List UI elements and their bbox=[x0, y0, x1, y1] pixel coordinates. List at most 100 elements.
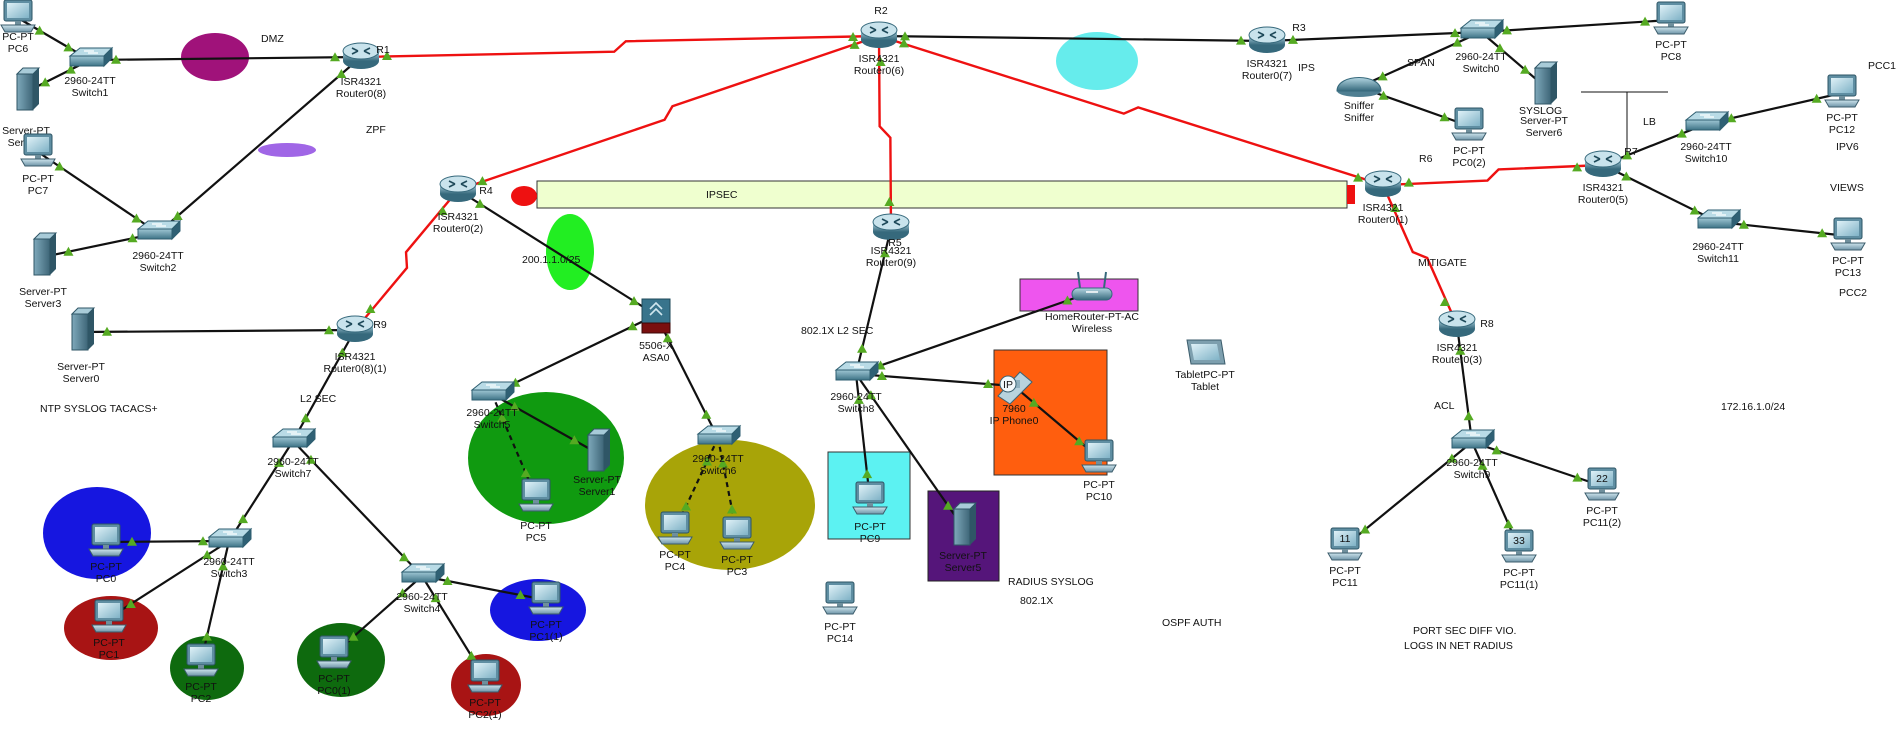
pc-icon[interactable] bbox=[0, 0, 36, 33]
pc-icon[interactable] bbox=[822, 581, 858, 615]
router-icon[interactable] bbox=[439, 175, 477, 202]
serial-link-r2-r4[interactable] bbox=[457, 34, 880, 192]
pc-icon[interactable] bbox=[852, 481, 888, 515]
router-icon[interactable] bbox=[336, 315, 374, 342]
server-icon[interactable] bbox=[586, 428, 612, 472]
pc-icon[interactable] bbox=[719, 516, 755, 550]
ethernet-link-r2-r3[interactable] bbox=[878, 34, 1268, 43]
ethernet-link-switch8-wireless[interactable] bbox=[855, 290, 1093, 376]
switch-icon[interactable] bbox=[271, 427, 317, 449]
tablet-icon[interactable] bbox=[1186, 339, 1226, 365]
ethernet-link-r3-switch0[interactable] bbox=[1266, 30, 1482, 43]
pc-icon[interactable]: 33 bbox=[1501, 529, 1537, 563]
router-icon[interactable] bbox=[872, 213, 910, 240]
pc-icon[interactable] bbox=[1824, 74, 1860, 108]
serial-link-r6-r8[interactable] bbox=[1381, 184, 1459, 326]
switch-icon[interactable] bbox=[68, 46, 114, 68]
pc-icon[interactable] bbox=[518, 478, 554, 512]
server-icon[interactable] bbox=[32, 232, 58, 276]
ethernet-link-r9-server0[interactable] bbox=[80, 328, 356, 334]
pc-icon[interactable] bbox=[657, 511, 693, 545]
switch-icon[interactable] bbox=[834, 360, 880, 382]
switch-icon[interactable] bbox=[1696, 208, 1742, 230]
pc-icon[interactable] bbox=[88, 523, 124, 557]
serial-link-r4-r9[interactable] bbox=[354, 189, 459, 331]
ethernet-link-switch5-server1[interactable] bbox=[491, 393, 598, 454]
switch-icon[interactable] bbox=[400, 562, 446, 584]
pc-icon[interactable] bbox=[1653, 1, 1689, 35]
pc-icon[interactable] bbox=[1081, 439, 1117, 473]
switch-icon[interactable] bbox=[1684, 110, 1730, 132]
pc-icon[interactable] bbox=[1830, 217, 1866, 251]
ethernet-link-switch3-pc2[interactable] bbox=[199, 540, 231, 663]
firewall-icon[interactable] bbox=[641, 298, 671, 334]
phone-icon[interactable]: IP bbox=[997, 371, 1033, 405]
serial-link-r2-r5[interactable] bbox=[877, 35, 893, 229]
server-icon[interactable] bbox=[15, 67, 41, 111]
ethernet-link-switch4-pc1_1[interactable] bbox=[421, 574, 547, 602]
server-icon[interactable] bbox=[70, 307, 96, 351]
sniffer-icon[interactable] bbox=[1336, 77, 1382, 98]
ethernet-link-switch7-switch3[interactable] bbox=[228, 440, 294, 542]
router-icon[interactable] bbox=[1584, 150, 1622, 177]
ethernet-link-switch8-server5[interactable] bbox=[855, 373, 964, 528]
ethernet-link-switch0-server6[interactable] bbox=[1480, 31, 1545, 87]
pc-icon[interactable] bbox=[20, 133, 56, 167]
serial-link-r2-r6[interactable] bbox=[878, 34, 1384, 187]
server-icon[interactable] bbox=[952, 502, 978, 546]
ethernet-link-switch0-pc8[interactable] bbox=[1480, 18, 1672, 34]
ethernet-link-r9-switch7[interactable] bbox=[292, 329, 356, 442]
router-icon[interactable] bbox=[1364, 170, 1402, 197]
pc-icon[interactable] bbox=[1451, 107, 1487, 141]
switch-icon[interactable] bbox=[1450, 428, 1496, 450]
ethernet-link-r7-switch11[interactable] bbox=[1602, 164, 1719, 223]
ethernet-link-switch11-pc13[interactable] bbox=[1717, 220, 1849, 238]
ethernet-link-switch4-pc0_1[interactable] bbox=[333, 575, 423, 655]
pc-icon[interactable] bbox=[91, 599, 127, 633]
pc-icon[interactable] bbox=[183, 643, 219, 677]
pc-icon[interactable] bbox=[528, 581, 564, 615]
switch-icon[interactable] bbox=[207, 527, 253, 549]
serial-link-r1-r2[interactable] bbox=[360, 34, 880, 59]
pc-icon[interactable]: 11 bbox=[1327, 527, 1363, 561]
ethernet-link-r1-switch2[interactable] bbox=[157, 56, 362, 234]
